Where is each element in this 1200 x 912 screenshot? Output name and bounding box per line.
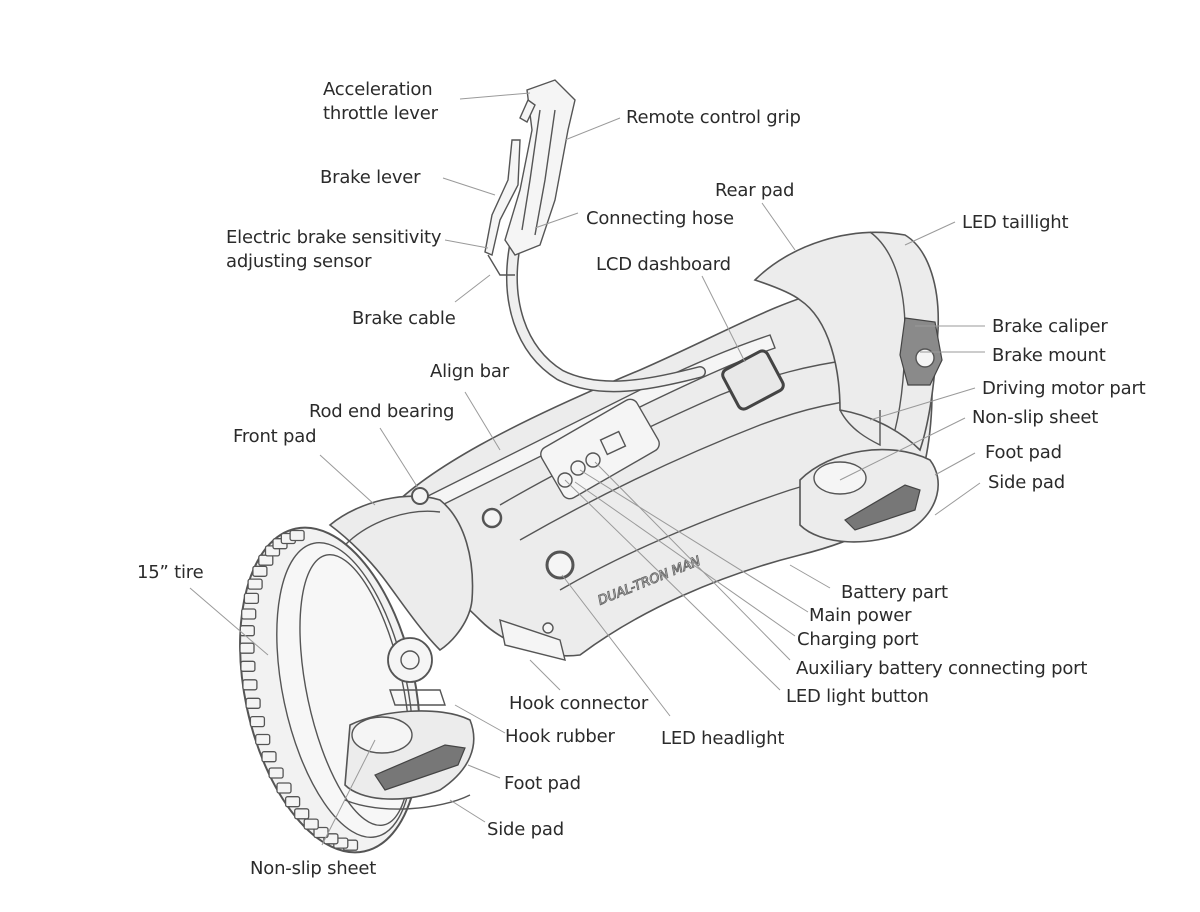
tread-block (258, 554, 274, 566)
control-panel (540, 398, 660, 500)
tread-block (255, 733, 271, 746)
label-non-slip-sheet-front: Non-slip sheet (250, 858, 377, 879)
label-remote-control-grip: Remote control grip (626, 107, 801, 128)
panel-switch (599, 430, 627, 456)
label-brake-cable: Brake cable (352, 308, 456, 329)
tread-block (252, 565, 268, 577)
label-battery-part: Battery part (841, 582, 948, 603)
tread-block (284, 796, 301, 808)
leader-brake-lever (442, 177, 496, 196)
label-rod-end-bearing: Rod end bearing (309, 401, 455, 422)
scooter-illustration: DUAL-TRON MAN (239, 79, 943, 854)
label-led-light-button: LED light button (786, 686, 929, 707)
leader-lines (189, 92, 985, 846)
leader-tire-15 (189, 587, 269, 656)
label-align-bar: Align bar (430, 361, 509, 382)
leader-charging-port (574, 481, 796, 637)
label-side-pad-rear: Side pad (988, 472, 1065, 493)
label-foot-pad-front: Foot pad (504, 773, 581, 794)
label-led-taillight: LED taillight (962, 212, 1069, 233)
leader-side-pad-front (449, 799, 486, 823)
leader-auxiliary-battery-port (594, 461, 791, 661)
headlight-shape (545, 550, 575, 580)
leader-hook-rubber (454, 704, 506, 734)
leader-rear-pad (761, 202, 796, 251)
tread-block (240, 660, 256, 672)
tread-block (239, 642, 255, 654)
label-electric-brake-sensor: Electric brake sensitivity adjusting sen… (226, 227, 442, 272)
hook-connector-shape (499, 618, 566, 661)
leader-align-bar (464, 391, 501, 451)
leader-main-power (579, 469, 809, 613)
leader-battery-part (789, 564, 831, 589)
label-non-slip-sheet-rear: Non-slip sheet (972, 407, 1099, 428)
tread-block (294, 808, 310, 820)
label-hook-rubber: Hook rubber (505, 726, 615, 747)
leader-connecting-hose (534, 212, 579, 229)
tread-block (243, 592, 260, 605)
leader-driving-motor-part (869, 387, 976, 421)
leader-hook-connector (529, 659, 561, 691)
leader-non-slip-sheet-rear (839, 417, 966, 481)
tread-block (239, 625, 255, 637)
leader-acceleration-throttle-lever (459, 92, 531, 100)
front-non-slip-sheet (351, 716, 413, 754)
leader-side-pad-rear (934, 482, 981, 516)
label-front-pad: Front pad (233, 426, 317, 447)
leader-led-headlight (561, 574, 671, 717)
label-acceleration-throttle-lever: Acceleration throttle lever (323, 79, 438, 124)
rear-non-slip-sheet (813, 461, 867, 495)
leader-non-slip-sheet-front (321, 739, 376, 846)
rear-foot-pad (844, 484, 921, 531)
label-auxiliary-battery-port: Auxiliary battery connecting port (796, 658, 1088, 679)
leader-front-pad (319, 454, 376, 506)
rear-fender (753, 231, 940, 452)
tread-block (268, 767, 284, 779)
tread-block (261, 751, 277, 763)
label-brake-mount: Brake mount (992, 345, 1106, 366)
tread-block (247, 578, 263, 590)
lcd-dashboard-shape (721, 349, 785, 411)
label-driving-motor-part: Driving motor part (982, 378, 1146, 399)
label-lcd-dashboard: LCD dashboard (596, 254, 731, 275)
leader-foot-pad-rear (934, 452, 976, 476)
panel-button-2 (570, 460, 586, 476)
label-tire-15: 15” tire (137, 562, 204, 583)
label-foot-pad-rear: Foot pad (985, 442, 1062, 463)
label-connecting-hose: Connecting hose (586, 208, 734, 229)
remote-grip-shape (504, 79, 576, 256)
throttle-lever-shape (519, 98, 536, 123)
label-charging-port: Charging port (797, 629, 919, 650)
leader-foot-pad-front (467, 764, 501, 779)
label-led-headlight: LED headlight (661, 728, 785, 749)
label-rear-pad: Rear pad (715, 180, 795, 201)
label-hook-connector: Hook connector (509, 693, 649, 714)
tread-block (249, 715, 266, 728)
leader-led-light-button (564, 479, 781, 691)
leader-rod-end-bearing (379, 427, 419, 489)
leader-electric-brake-sensor (444, 239, 489, 249)
label-brake-lever: Brake lever (320, 167, 421, 188)
tread-block (241, 608, 257, 620)
leader-brake-cable (454, 274, 491, 303)
leader-led-taillight (904, 221, 956, 246)
tread-block (245, 697, 261, 709)
tread-block (303, 818, 319, 830)
label-side-pad-front: Side pad (487, 819, 564, 840)
tread-block (289, 529, 305, 542)
tread-block (276, 782, 292, 794)
front-foot-pad (374, 744, 466, 791)
leader-remote-control-grip (564, 117, 621, 141)
rod-end-bearing-shape (411, 487, 429, 505)
label-main-power: Main power (809, 605, 912, 626)
label-brake-caliper: Brake caliper (992, 316, 1108, 337)
leader-lcd-dashboard (701, 275, 746, 363)
brake-lever-shape (484, 139, 521, 256)
tread-block (242, 679, 258, 691)
